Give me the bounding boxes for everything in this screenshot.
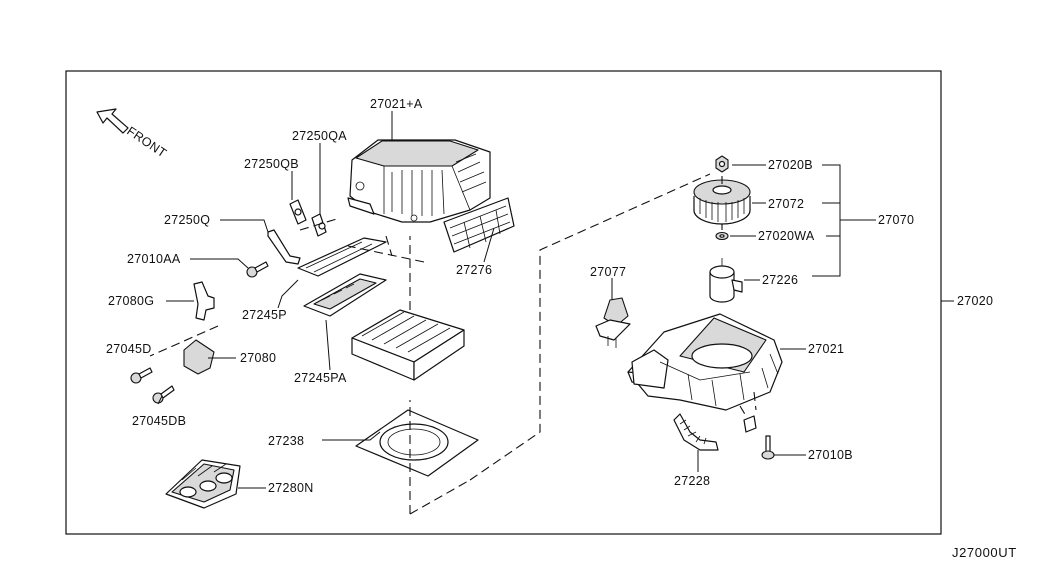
label-27020b: 27020B — [768, 158, 813, 172]
label-27238: 27238 — [268, 434, 304, 448]
bracket-27080g — [193, 281, 215, 321]
intake-unit-housing — [347, 139, 491, 223]
label-27280n: 27280N — [268, 481, 314, 495]
front-arrow-icon — [96, 108, 129, 134]
label-27250q: 27250Q — [164, 213, 210, 227]
label-27276: 27276 — [456, 263, 492, 277]
label-27245pa: 27245PA — [294, 371, 347, 385]
actuator-27080 — [183, 339, 215, 375]
assembly-lines — [149, 173, 757, 515]
hose-27228 — [673, 413, 719, 451]
label-27226: 27226 — [762, 273, 798, 287]
label-27245p: 27245P — [242, 308, 287, 322]
screw-27045d — [130, 367, 153, 384]
seal-plate-27238 — [355, 409, 479, 477]
label-27072: 27072 — [768, 197, 804, 211]
blower-motor-27226 — [709, 258, 743, 303]
rod-27250q — [267, 229, 301, 265]
leader-lines — [157, 111, 954, 489]
label-27070: 27070 — [878, 213, 914, 227]
filter-cover-27245pa — [303, 273, 387, 317]
link-27250qa — [311, 213, 327, 237]
diagram-frame — [65, 70, 942, 535]
diagram-code: J27000UT — [952, 545, 1017, 560]
clip-27010b — [743, 415, 757, 433]
grille-27276 — [443, 197, 515, 253]
screw-27010aa — [246, 261, 269, 278]
resistor-27077 — [595, 297, 631, 348]
screw-27010b — [761, 435, 775, 460]
label-27021: 27021 — [808, 342, 844, 356]
label-27080: 27080 — [240, 351, 276, 365]
nut-27020b — [715, 155, 729, 173]
blower-fan-27072 — [693, 179, 751, 225]
label-27045db: 27045DB — [132, 414, 186, 428]
filter-element — [351, 309, 465, 381]
label-27228: 27228 — [674, 474, 710, 488]
label-27045d: 27045D — [106, 342, 152, 356]
front-label: FRONT — [124, 124, 169, 161]
label-27020: 27020 — [957, 294, 993, 308]
label-27010b: 27010B — [808, 448, 853, 462]
screw-27045db — [152, 385, 175, 404]
label-27080g: 27080G — [108, 294, 154, 308]
label-27021a: 27021+A — [370, 97, 423, 111]
blower-case-27021 — [627, 313, 783, 411]
label-27250qa: 27250QA — [292, 129, 347, 143]
filter-cover-27245p — [297, 237, 387, 277]
label-27077: 27077 — [590, 265, 626, 279]
washer-27020wa — [715, 231, 729, 241]
label-27010aa: 27010AA — [127, 252, 181, 266]
link-27250qb — [289, 199, 307, 225]
label-27250qb: 27250QB — [244, 157, 299, 171]
label-27020wa: 27020WA — [758, 229, 815, 243]
duct-27280n — [165, 459, 241, 509]
